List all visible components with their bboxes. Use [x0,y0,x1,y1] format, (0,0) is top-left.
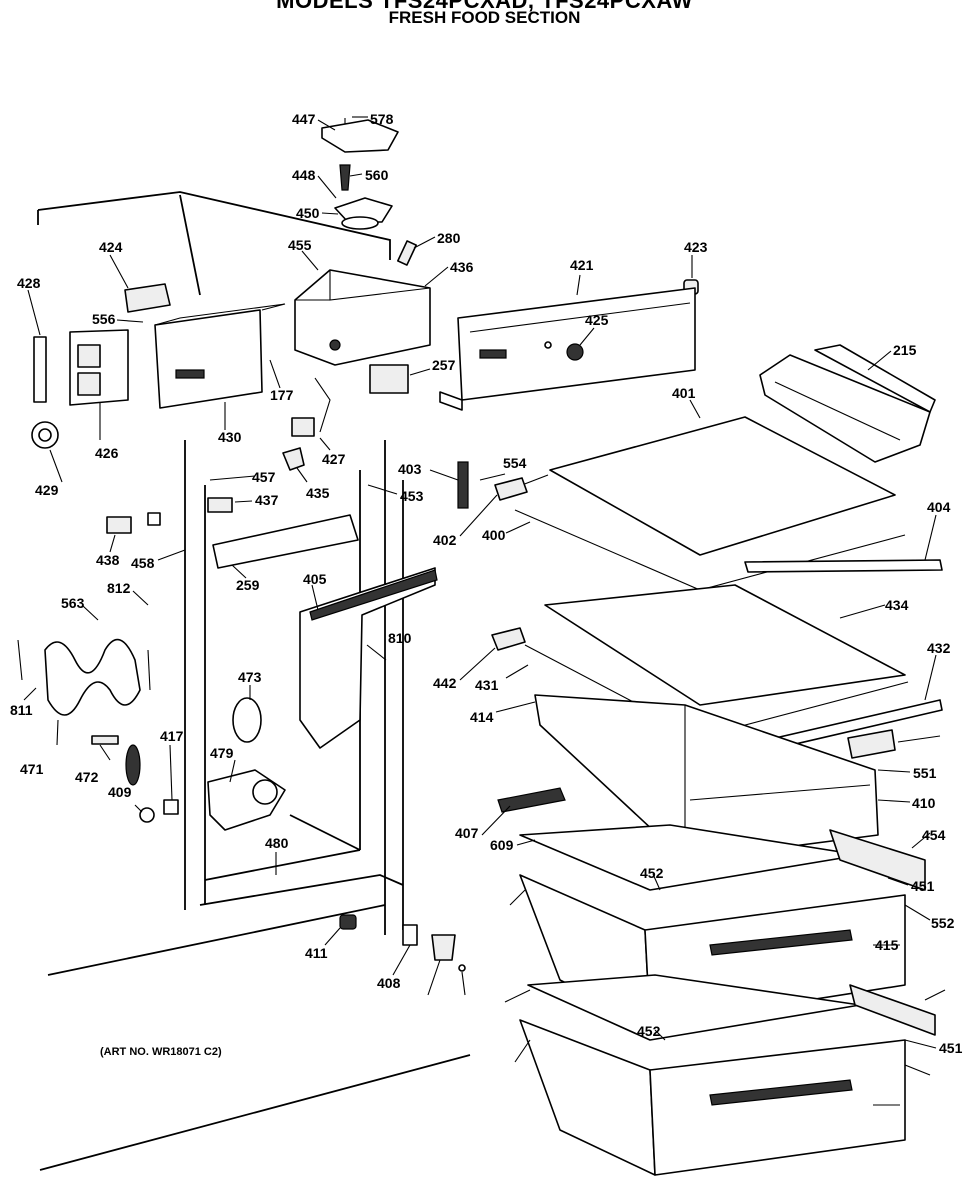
part-label: 257 [432,357,456,373]
part-label: 421 [570,257,594,273]
control-panel-part [439,287,696,411]
part-label: 428 [17,275,41,291]
part-label: 280 [437,230,461,246]
upper-shelf [457,416,943,591]
part-label: 401 [672,385,696,401]
part-label: 563 [61,595,85,611]
part-label: 435 [306,485,330,501]
part-label: 471 [20,761,44,777]
part-label: 402 [433,532,457,548]
part-label: 414 [470,709,494,725]
part-label: 410 [912,795,936,811]
part-label: 556 [92,311,116,327]
part-label: 451 [911,878,935,894]
part-label: 609 [490,837,514,853]
part-label: 431 [475,677,499,693]
bottom-hardware [339,914,466,972]
part-label: 423 [684,239,708,255]
page-title: MODELS TFS24PCXAD, TFS24PCXAW [276,0,693,13]
part-label: 259 [236,577,260,593]
part-label: 177 [270,387,294,403]
part-label: 438 [96,552,120,568]
part-label: 451 [939,1040,963,1056]
part-label: 554 [503,455,527,471]
part-label: 400 [482,527,506,543]
part-label: 450 [296,205,320,221]
art-number: (ART NO. WR18071 C2) [100,1046,222,1058]
part-label: 409 [108,784,132,800]
part-label: 417 [160,728,184,744]
part-label: 424 [99,239,123,255]
control-housing-part [294,269,431,366]
part-label: 452 [640,865,664,881]
part-label: 551 [913,765,937,781]
part-label: 552 [931,915,955,931]
left-component-group [31,283,409,534]
part-label: 457 [252,469,276,485]
part-label: 407 [455,825,479,841]
part-label: 434 [885,597,909,613]
page-subtitle: FRESH FOOD SECTION [388,8,581,27]
part-label: 430 [218,429,242,445]
part-label: 578 [370,111,394,127]
part-label: 429 [35,482,59,498]
cabinet-outline [37,191,471,1171]
part-label: 473 [238,669,262,685]
part-label: 436 [450,259,474,275]
part-label: 479 [210,745,234,761]
part-label: 408 [377,975,401,991]
part-label: 404 [927,499,951,515]
part-label: 432 [927,640,951,656]
part-label: 405 [303,571,327,587]
part-label: 411 [305,945,328,961]
part-label: 403 [398,461,422,477]
part-label: 560 [365,167,389,183]
dairy-bin-part [759,344,936,463]
part-label: 427 [322,451,346,467]
part-label: 811 [10,702,33,718]
part-label: 415 [875,937,899,953]
part-label: 455 [288,237,312,253]
part-label: 215 [893,342,917,358]
part-label: 437 [255,492,279,508]
part-label: 426 [95,445,119,461]
duct-group [125,514,438,831]
part-label: 458 [131,555,155,571]
heater-part [17,638,179,823]
part-label: 472 [75,769,99,785]
part-label: 480 [265,835,289,851]
part-label: 454 [922,827,946,843]
bulbs [397,240,699,295]
part-label: 453 [400,488,424,504]
crisper-lower [519,974,936,1176]
hinge-group [321,118,399,230]
leader-lines [23,116,946,1106]
part-label: 425 [585,312,609,328]
part-label: 812 [107,580,131,596]
part-label: 442 [433,675,457,691]
part-label: 452 [637,1023,661,1039]
part-label: 448 [292,167,316,183]
part-label: 447 [292,111,316,127]
part-labels: 447 578 448 560 450 280 455 436 421 423 … [10,111,963,1056]
part-label: 810 [388,630,412,646]
